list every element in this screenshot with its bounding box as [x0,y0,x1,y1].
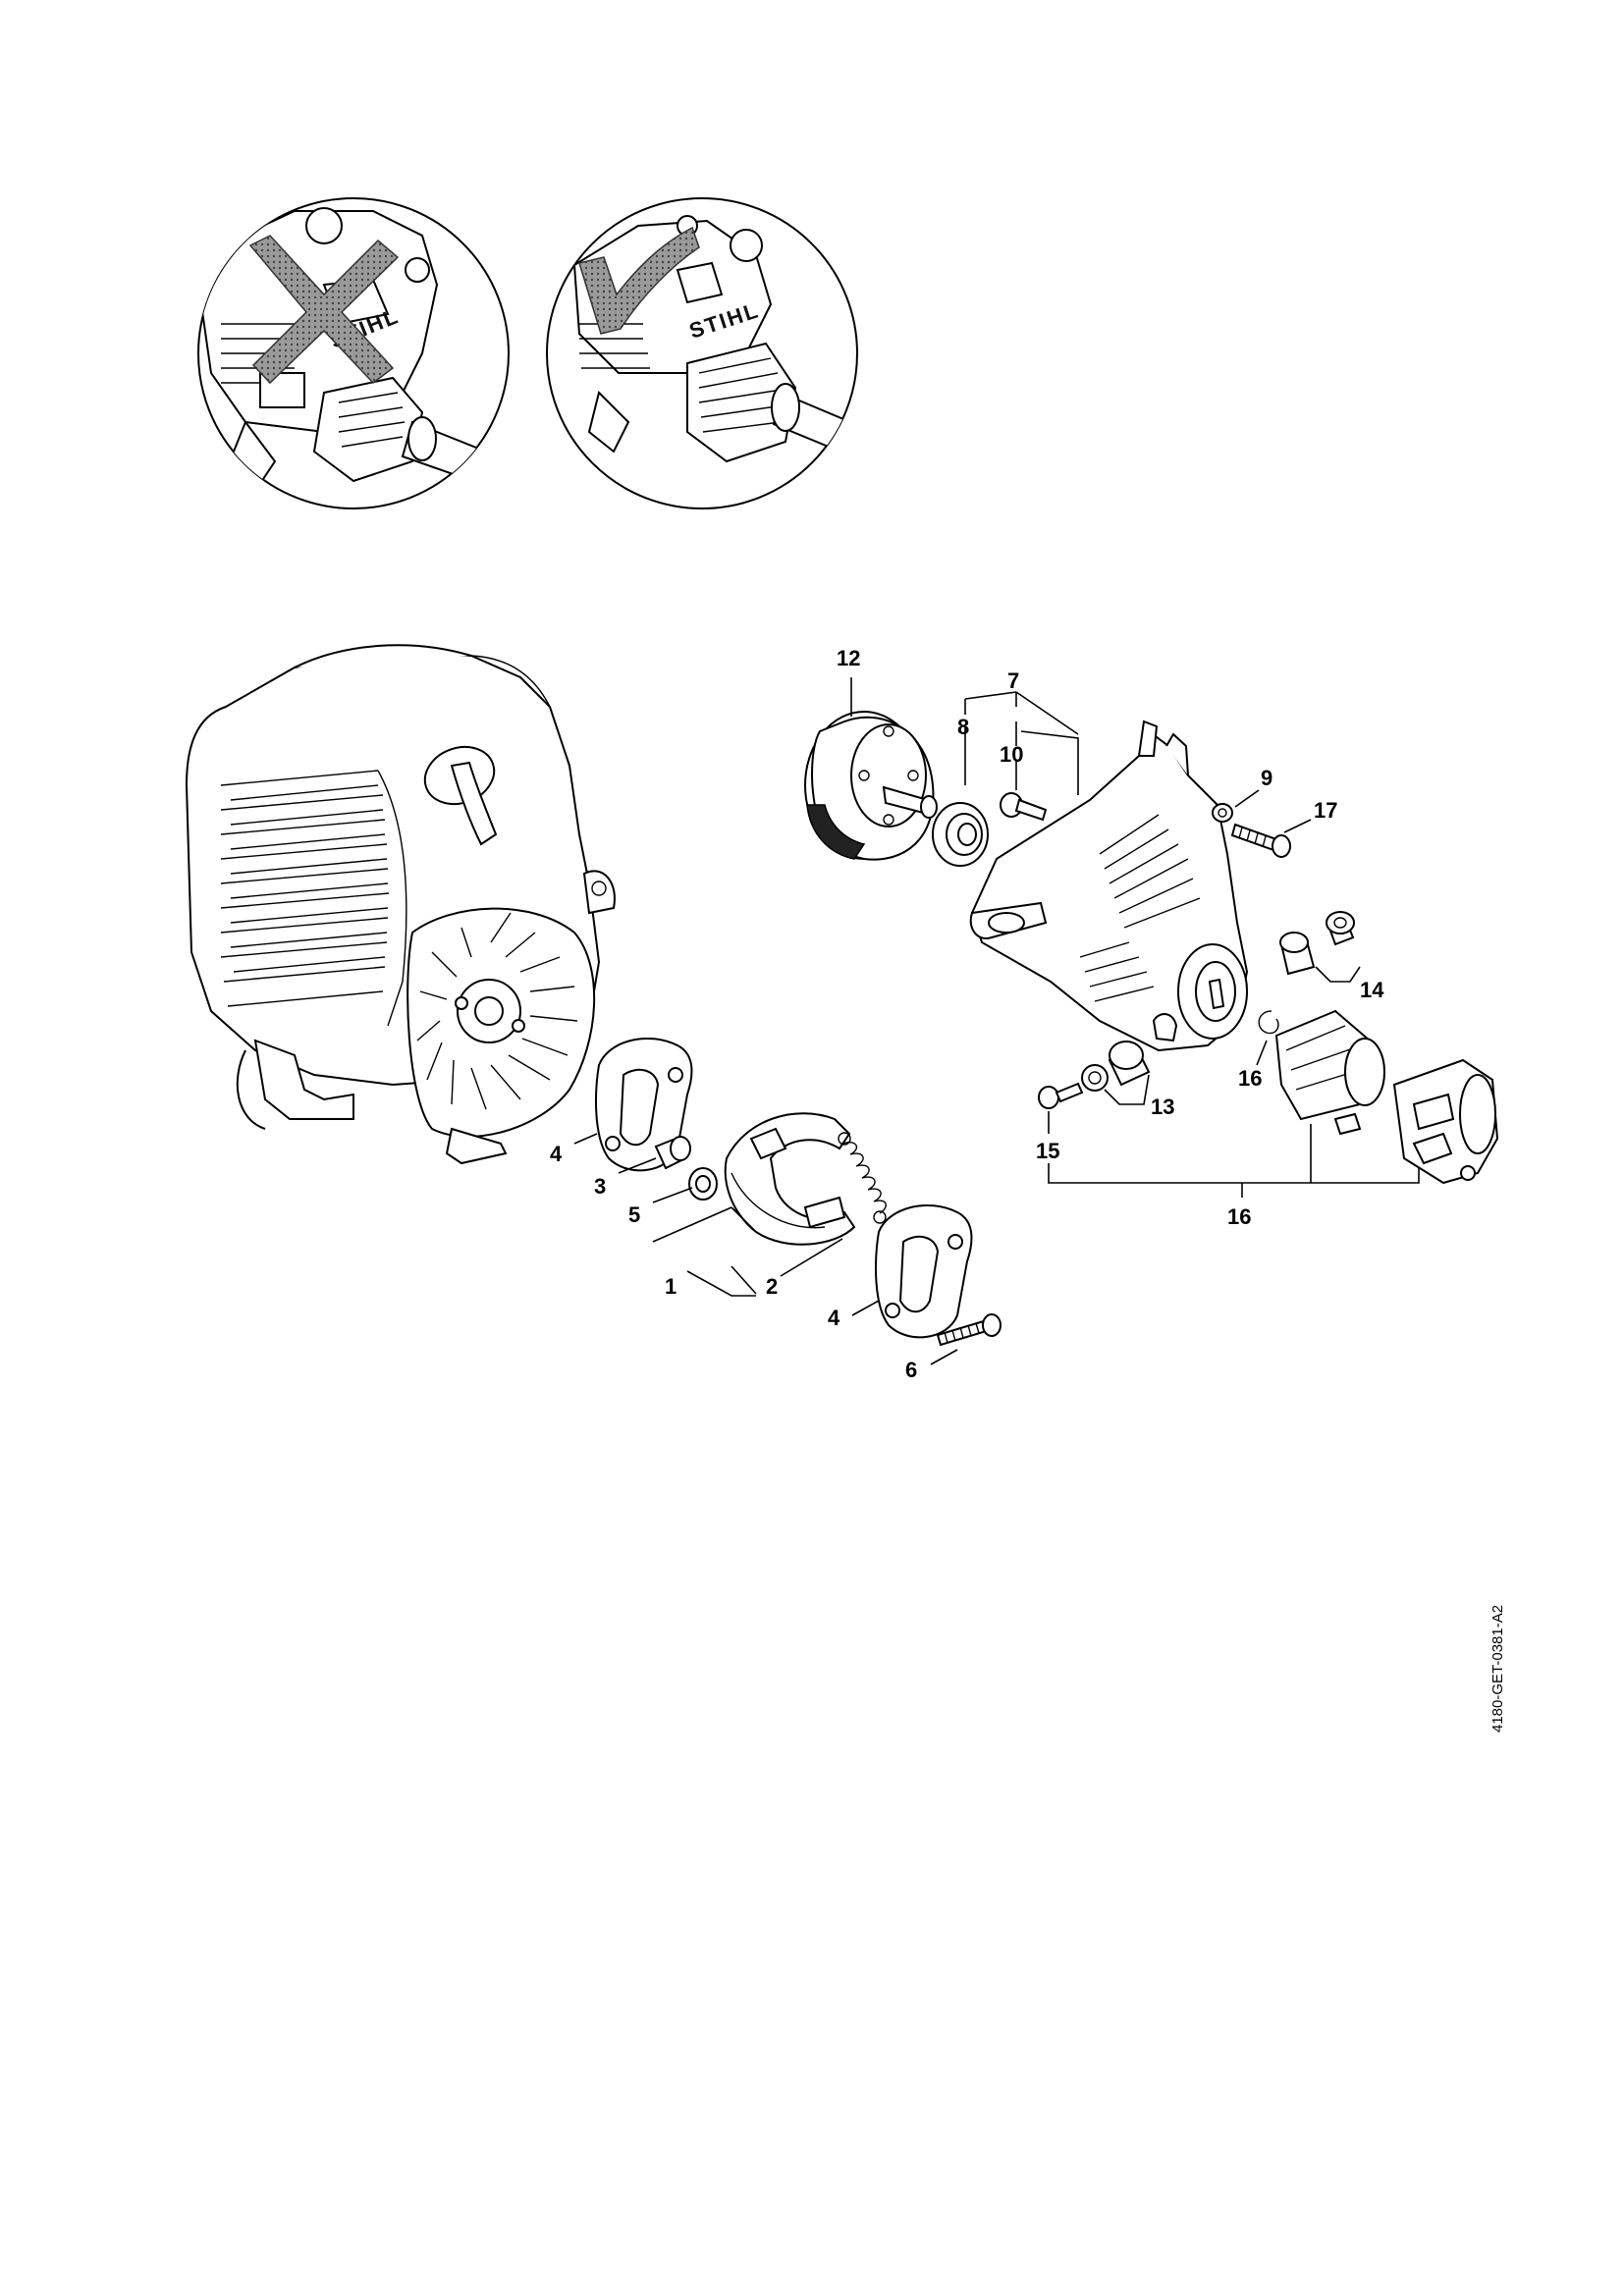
part-11-clutch-drum [804,711,938,861]
part-13-bushings [1279,911,1355,976]
part-3-bushing [654,1136,691,1170]
callout-10: 10 [1000,742,1023,767]
engine-housing-illustration [185,644,616,1165]
callout-8: 8 [957,715,969,739]
callout-14: 15 [1036,1139,1059,1163]
callout-3: 3 [594,1174,606,1199]
part-12-bushings [1081,1041,1151,1092]
callout-9: 9 [1261,766,1272,790]
correct-example-badge: STIHL [546,197,858,509]
callout-15: 16 [1238,1066,1262,1091]
callout-4-lower: 4 [828,1306,840,1330]
callout-16: 16 [1227,1204,1251,1229]
cross-mark-icon [248,235,400,385]
part-5-washer [688,1167,718,1201]
callout-11: 12 [837,646,860,670]
part-16-clamp-piece [1392,1058,1499,1185]
callout-6: 6 [905,1358,917,1382]
part-14-screw [1038,1082,1084,1109]
callout-7: 7 [1007,668,1019,693]
part-8-bearing [932,802,989,867]
gear-housing [969,720,1249,1052]
callout-13: 14 [1360,978,1384,1002]
callout-17: 17 [1314,798,1337,823]
leader-lines [573,677,1420,1365]
callout-5: 5 [628,1202,640,1227]
part-10-screw [1000,792,1048,822]
check-mark-icon [578,226,700,335]
part-1-clutch-shoes [724,1112,856,1246]
callout-4-upper: 4 [550,1142,563,1166]
callout-1: 1 [665,1274,677,1299]
part-2-spring [838,1132,887,1224]
reference-code: 4180-GET-0381-A2 [1489,1605,1506,1733]
callout-12: 13 [1151,1095,1174,1119]
part-17-screw [1230,823,1291,858]
part-16-clamp-sleeve [1274,1009,1385,1136]
part-6-screw [936,1313,1001,1347]
part-15-circlip [1258,1010,1279,1035]
incorrect-example-badge: STIHL [197,197,510,509]
part-9-nut [1212,803,1233,823]
callout-labels: 12 7 8 10 9 17 14 16 13 15 16 4 3 5 1 2 … [550,646,1384,1382]
part-4-plate-lower [875,1204,973,1339]
callout-2: 2 [766,1274,778,1299]
